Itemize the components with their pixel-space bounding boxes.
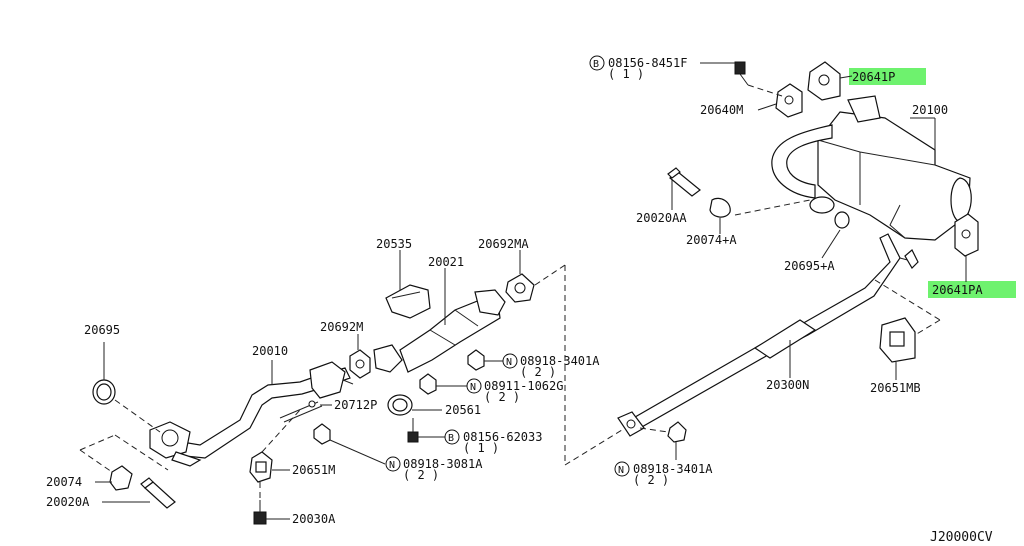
- qty-08911-1062G: ( 2 ): [484, 390, 520, 404]
- gasket-20692MA[interactable]: [505, 273, 535, 303]
- dash-20074-a: [79, 434, 116, 451]
- dash-20651MB-b: [914, 319, 941, 336]
- nut-symbol-lower: [614, 461, 630, 477]
- bolt-symbol-2: [444, 429, 460, 445]
- heat-insulator-20712P[interactable]: [279, 400, 323, 423]
- nut-08918-3401A-upper[interactable]: [467, 349, 485, 371]
- label-08918-3081A: 08918-3081A: [403, 457, 483, 471]
- label-08911-1062G: 08911-1062G: [484, 379, 563, 393]
- heat-shield-20535[interactable]: [385, 284, 431, 319]
- qty-08918-3401A-lower: ( 2 ): [633, 473, 669, 487]
- rubber-hanger-20641PA[interactable]: [954, 213, 979, 257]
- label-20030A: 20030A: [292, 512, 336, 526]
- label-08156-62033: 08156-62033: [463, 430, 542, 444]
- label-20020A: 20020A: [46, 495, 90, 509]
- nut-symbol-upper: [502, 353, 518, 369]
- nut-symbol-upper-text: N: [506, 357, 512, 368]
- leader-20695A: [821, 229, 841, 259]
- label-20300N: 20300N: [766, 378, 809, 392]
- sensor-20020A[interactable]: [140, 477, 176, 509]
- dash-20074-b: [79, 449, 113, 473]
- leader-20640M: [757, 103, 777, 111]
- nut-08918-3401A-lower[interactable]: [667, 421, 687, 443]
- qty-08156-8451F: ( 1 ): [608, 67, 644, 81]
- catalytic-converter-20021[interactable]: [399, 289, 506, 373]
- nut-symbol-lower-text: N: [618, 465, 624, 476]
- o2-boss: [342, 379, 354, 385]
- label-20641PA: 20641PA: [932, 283, 983, 297]
- bolt-20030A[interactable]: [253, 500, 267, 525]
- bolt-08156-8451F[interactable]: [734, 61, 783, 97]
- label-20712P: 20712P: [334, 398, 377, 412]
- label-20561: 20561: [445, 403, 481, 417]
- rubber-hanger-20640M[interactable]: [775, 83, 803, 118]
- label-20010: 20010: [252, 344, 288, 358]
- label-20020AA: 20020AA: [636, 211, 687, 225]
- qty-08918-3401A-upper: ( 2 ): [520, 365, 556, 379]
- leader-nut-3081A: [329, 439, 386, 465]
- label-20640M: 20640M: [700, 103, 743, 117]
- highlight-20641P: [849, 68, 926, 85]
- gasket-20692M[interactable]: [349, 349, 371, 379]
- dash-20651M-a: [261, 409, 301, 453]
- gasket-20074[interactable]: [109, 465, 133, 491]
- diagram-code: J20000CV: [930, 530, 993, 545]
- label-08918-3401A-upper: 08918-3401A: [520, 354, 600, 368]
- nut-symbol-1062G-text: N: [470, 382, 476, 393]
- gasket-20695A[interactable]: [834, 211, 850, 229]
- dash-20651MB-a: [874, 279, 941, 321]
- highlight-20641PA: [928, 281, 1016, 298]
- bolt-symbol-1: [589, 55, 605, 71]
- hanger-bracket-20651MB[interactable]: [879, 317, 916, 363]
- label-20651M: 20651M: [292, 463, 335, 477]
- nut-08911-1062G[interactable]: [419, 373, 437, 395]
- bolt-symbol-1-text: B: [593, 59, 599, 70]
- leader-20641P: [839, 75, 853, 79]
- dash-vert-mid-b: [564, 429, 623, 466]
- gasket-20074A[interactable]: [709, 197, 731, 218]
- dash-nut-lower: [639, 427, 669, 433]
- clamp-20561[interactable]: [387, 394, 413, 416]
- label-20074: 20074: [46, 475, 82, 489]
- dash-20692MA: [534, 264, 566, 286]
- dash-20074-c: [114, 434, 169, 471]
- label-08918-3401A-lower: 08918-3401A: [633, 462, 713, 476]
- qty-08918-3081A: ( 2 ): [403, 468, 439, 482]
- nut-08918-3081A[interactable]: [313, 423, 331, 445]
- nut-symbol-3081A: [385, 456, 401, 472]
- gasket-20695[interactable]: [92, 379, 116, 405]
- dash-20695: [114, 399, 161, 433]
- label-20535: 20535: [376, 237, 412, 251]
- label-20021: 20021: [428, 255, 464, 269]
- main-muffler-20100[interactable]: [771, 95, 972, 241]
- nut-symbol-1062G: [466, 378, 482, 394]
- label-20692MA: 20692MA: [478, 237, 529, 251]
- label-20074A: 20074+A: [686, 233, 737, 247]
- front-tube-20010[interactable]: [149, 361, 351, 467]
- qty-08156-62033: ( 1 ): [463, 441, 499, 455]
- label-20692M: 20692M: [320, 320, 363, 334]
- muffler-inlet-flange: [809, 196, 835, 214]
- nut-symbol-3081A-text: N: [389, 460, 395, 471]
- label-20695: 20695: [84, 323, 120, 337]
- bolt-symbol-2-text: B: [448, 433, 454, 444]
- label-20100: 20100: [912, 103, 948, 117]
- center-pipe-20300N[interactable]: [617, 233, 919, 437]
- label-20695A: 20695+A: [784, 259, 835, 273]
- bracket-20651M[interactable]: [249, 451, 273, 483]
- label-08156-8451F: 08156-8451F: [608, 56, 687, 70]
- label-20651MB: 20651MB: [870, 381, 921, 395]
- catalyst-front-flange: [373, 344, 403, 373]
- sensor-20020AA[interactable]: [667, 167, 701, 197]
- label-20641P: 20641P: [852, 70, 895, 84]
- dash-20074A: [734, 199, 811, 216]
- rubber-hanger-20641P[interactable]: [807, 61, 841, 101]
- bolt-08156-62033[interactable]: [407, 418, 419, 443]
